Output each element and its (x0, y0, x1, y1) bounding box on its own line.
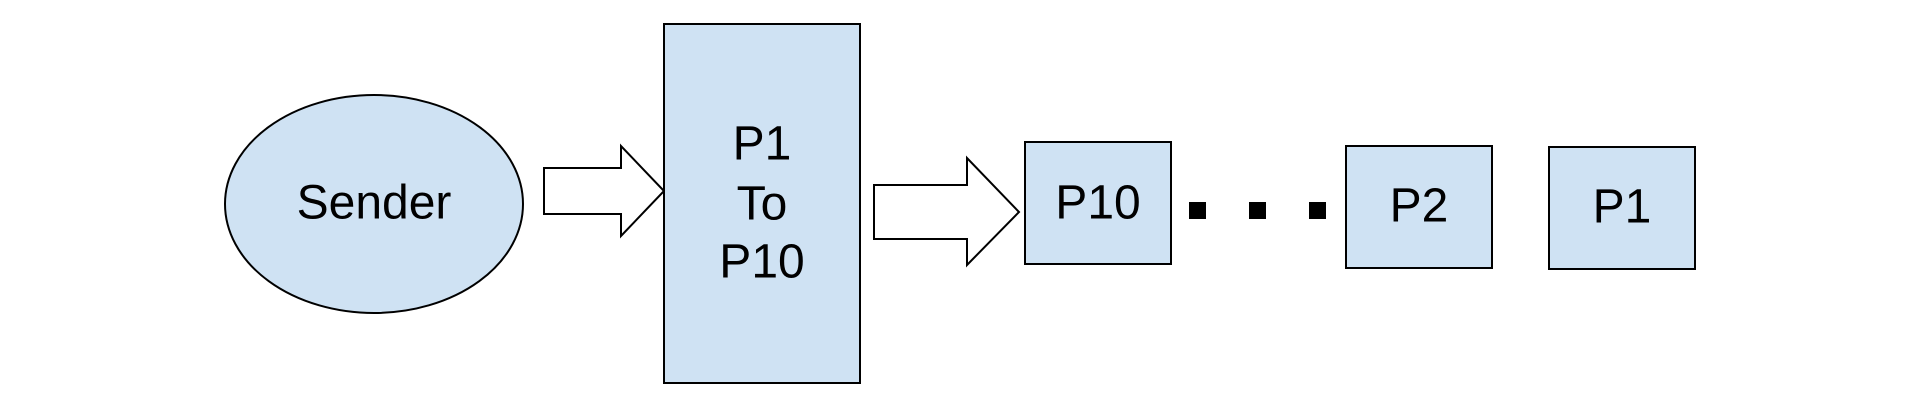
queue-packet-p1-label: P1 (1593, 181, 1652, 234)
batch-line-2: To (737, 178, 788, 231)
arrow-batch-to-queue (873, 155, 1021, 268)
queue-packet-p2-label: P2 (1390, 180, 1449, 233)
queue-packet-p10: P10 (1024, 141, 1172, 265)
batch-line-3: P10 (719, 236, 804, 289)
arrow-sender-to-batch (543, 143, 666, 239)
queue-packet-p1: P1 (1548, 146, 1696, 270)
sender-node: Sender (224, 94, 524, 314)
ellipsis-dots (1189, 202, 1326, 219)
queue-packet-p2: P2 (1345, 145, 1493, 269)
ellipsis-dot (1249, 202, 1266, 219)
queue-packet-p10-label: P10 (1055, 177, 1140, 230)
batch-line-1: P1 (733, 118, 792, 171)
batch-box: P1 To P10 (663, 23, 861, 384)
ellipsis-dot (1309, 202, 1326, 219)
ellipsis-dot (1189, 202, 1206, 219)
sender-label: Sender (297, 177, 452, 230)
